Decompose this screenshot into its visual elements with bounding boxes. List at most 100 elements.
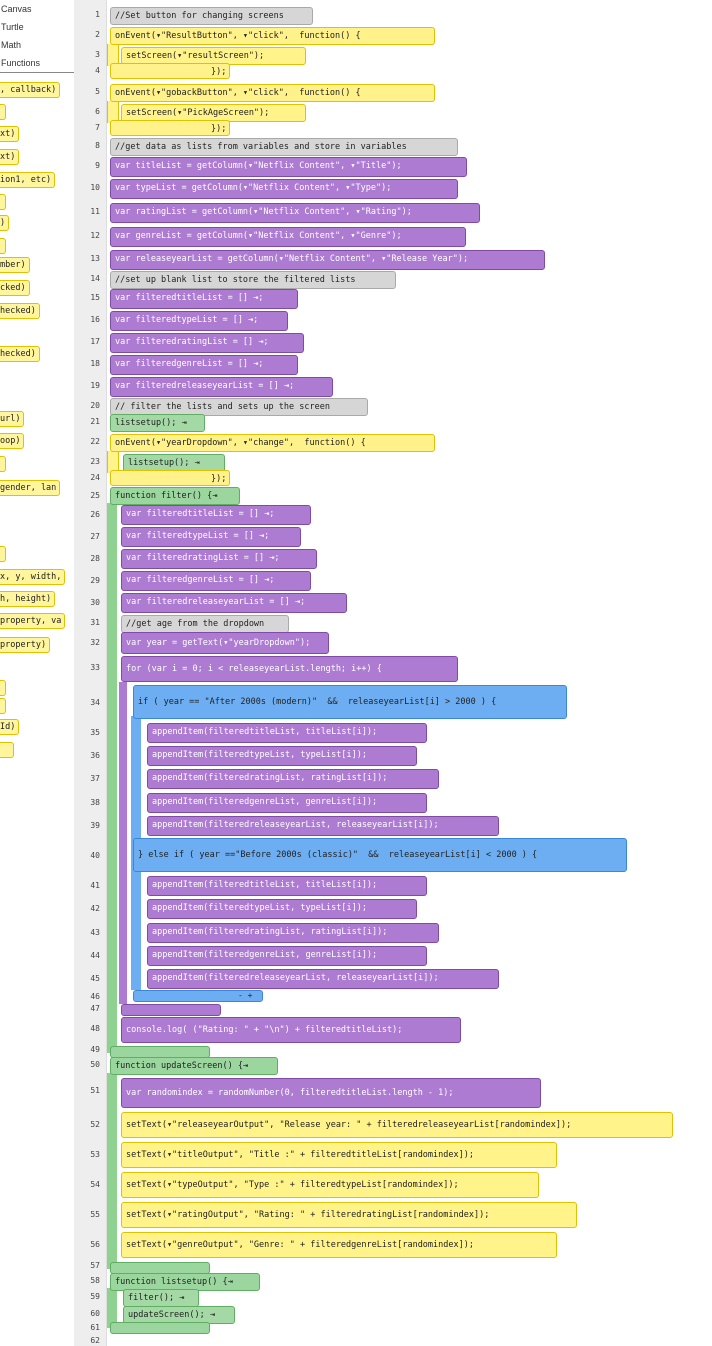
toolbox-block[interactable]: ) (0, 215, 10, 231)
comment-block[interactable]: //get age from the dropdown (121, 615, 289, 633)
event-block[interactable]: onEvent(▾"ResultButton", ▾"click", funct… (110, 27, 435, 45)
toolbox-block[interactable]: gender, lan (0, 480, 61, 496)
variable-block[interactable]: var ratingList = getColumn(▾"Netflix Con… (110, 203, 480, 223)
function-definition-filter[interactable]: function filter() {⇥ (110, 487, 240, 505)
toolbox-block[interactable]: , callback) (0, 82, 61, 98)
toolbox-block[interactable]: property) (0, 637, 51, 653)
append-item-block[interactable]: appendItem(filteredreleaseyearList, rele… (147, 816, 499, 836)
category-canvas[interactable]: Canvas (1, 4, 32, 14)
line-number: 23 (90, 457, 100, 466)
event-block[interactable]: onEvent(▾"yearDropdown", ▾"change", func… (110, 434, 435, 452)
event-block[interactable]: onEvent(▾"gobackButton", ▾"click", funct… (110, 84, 435, 102)
toolbox-block[interactable] (0, 698, 6, 714)
variable-block[interactable]: var releaseyearList = getColumn(▾"Netfli… (110, 250, 545, 270)
code-text: appendItem(filteredtypeList, typeList[i]… (152, 750, 367, 760)
variable-block[interactable]: var filteredtitleList = [] ⇥; (110, 289, 298, 309)
toolbox-block[interactable] (0, 456, 6, 472)
append-item-block[interactable]: appendItem(filteredreleaseyearList, rele… (147, 969, 499, 989)
variable-block[interactable]: var filteredreleaseyearList = [] ⇥; (121, 593, 347, 613)
line-number: 42 (90, 904, 100, 913)
variable-block[interactable]: var filteredtypeList = [] ⇥; (121, 527, 301, 547)
variable-block[interactable]: var filteredratingList = [] ⇥; (121, 549, 317, 569)
comment-block[interactable]: //set up blank list to store the filtere… (110, 271, 396, 289)
append-item-block[interactable]: appendItem(filteredgenreList, genreList[… (147, 946, 427, 966)
variable-block[interactable]: var randomindex = randomNumber(0, filter… (121, 1078, 541, 1108)
toolbox-block[interactable] (0, 238, 6, 254)
for-loop-close (121, 1004, 221, 1016)
toolbox-block[interactable]: x, y, width, (0, 569, 66, 585)
filter-call-block[interactable]: filter(); ⇥ (123, 1289, 199, 1307)
settext-block[interactable]: setText(▾"releaseyearOutput", "Release y… (121, 1112, 673, 1138)
category-turtle[interactable]: Turtle (1, 22, 24, 32)
line-number: 6 (95, 107, 100, 116)
variable-block[interactable]: var genreList = getColumn(▾"Netflix Cont… (110, 227, 466, 247)
toolbox-block[interactable] (0, 742, 14, 758)
code-text: onEvent(▾"ResultButton", ▾"click", funct… (115, 31, 361, 41)
function-definition-updatescreen[interactable]: function updateScreen() {⇥ (110, 1057, 278, 1075)
category-functions[interactable]: Functions (0, 54, 74, 73)
category-math[interactable]: Math (1, 40, 22, 50)
settext-block[interactable]: setText(▾"typeOutput", "Type :" + filter… (121, 1172, 539, 1198)
toolbox-block[interactable]: mber) (0, 257, 30, 273)
code-text: var filteredgenreList = [] ⇥; (115, 359, 264, 369)
code-text: //get data as lists from variables and s… (115, 142, 407, 152)
variable-block[interactable]: var filteredtypeList = [] ⇥; (110, 311, 288, 331)
toolbox-block[interactable] (0, 104, 6, 120)
console-log-block[interactable]: console.log( ("Rating: " + "\n") + filte… (121, 1017, 461, 1043)
append-item-block[interactable]: appendItem(filteredtypeList, typeList[i]… (147, 899, 417, 919)
comment-block[interactable]: //get data as lists from variables and s… (110, 138, 458, 156)
code-text: function filter() {⇥ (115, 491, 218, 501)
line-number: 35 (90, 728, 100, 737)
toolbox-block[interactable]: ion1, etc) (0, 172, 56, 188)
variable-block[interactable]: var year = getText(▾"yearDropdown"); (121, 632, 329, 654)
append-item-block[interactable]: appendItem(filteredtitleList, titleList[… (147, 723, 427, 743)
toolbox-block[interactable]: cked) (0, 280, 30, 296)
toolbox-block[interactable] (0, 194, 6, 210)
settext-block[interactable]: setText(▾"genreOutput", "Genre: " + filt… (121, 1232, 557, 1258)
comment-block[interactable]: //Set button for changing screens (110, 7, 313, 25)
toolbox-block[interactable]: h, height) (0, 591, 56, 607)
variable-block[interactable]: var titleList = getColumn(▾"Netflix Cont… (110, 157, 467, 177)
append-item-block[interactable]: appendItem(filteredtitleList, titleList[… (147, 876, 427, 896)
toolbox-block[interactable]: hecked) (0, 346, 40, 362)
append-item-block[interactable]: appendItem(filteredratingList, ratingLis… (147, 769, 439, 789)
variable-block[interactable]: var filteredratingList = [] ⇥; (110, 333, 304, 353)
toolbox-block[interactable]: xt) (0, 126, 20, 142)
toolbox-block[interactable]: url) (0, 411, 25, 427)
event-spine (107, 451, 119, 473)
toolbox-block[interactable]: hecked) (0, 303, 40, 319)
code-text: var filteredtypeList = [] ⇥; (126, 531, 270, 541)
line-number: 53 (90, 1150, 100, 1159)
else-if-block[interactable]: } else if ( year =="Before 2000s (classi… (133, 838, 627, 872)
code-text: var releaseyearList = getColumn(▾"Netfli… (115, 254, 469, 264)
toolbox-block[interactable] (0, 546, 6, 562)
if-block[interactable]: if ( year == "After 2000s (modern)" && r… (133, 685, 567, 719)
comment-block[interactable]: // filter the lists and sets up the scre… (110, 398, 368, 416)
code-text: appendItem(filteredtitleList, titleList[… (152, 727, 378, 737)
append-item-block[interactable]: appendItem(filteredgenreList, genreList[… (147, 793, 427, 813)
settext-block[interactable]: setText(▾"titleOutput", "Title :" + filt… (121, 1142, 557, 1168)
code-text: appendItem(filteredreleaseyearList, rele… (152, 820, 439, 830)
variable-block[interactable]: var typeList = getColumn(▾"Netflix Conte… (110, 179, 458, 199)
code-text: //get age from the dropdown (126, 619, 265, 629)
toolbox-block[interactable] (0, 680, 6, 696)
toolbox-block[interactable]: property, va (0, 613, 66, 629)
line-number: 61 (90, 1323, 100, 1332)
variable-block[interactable]: var filteredgenreList = [] ⇥; (110, 355, 298, 375)
toolbox-block[interactable]: xt) (0, 149, 20, 165)
line-number: 43 (90, 928, 100, 937)
toolbox-block[interactable]: oop) (0, 433, 25, 449)
append-item-block[interactable]: appendItem(filteredtypeList, typeList[i]… (147, 746, 417, 766)
toolbox-block[interactable]: Id) (0, 719, 20, 735)
code-workspace[interactable]: //Set button for changing screens onEven… (107, 0, 712, 1346)
variable-block[interactable]: var filteredgenreList = [] ⇥; (121, 571, 311, 591)
code-text: for (var i = 0; i < releaseyearList.leng… (126, 664, 382, 674)
if-close-block[interactable]: - + (133, 990, 263, 1002)
add-remove-else-control[interactable]: - + (238, 991, 253, 1000)
variable-block[interactable]: var filteredreleaseyearList = [] ⇥; (110, 377, 333, 397)
variable-block[interactable]: var filteredtitleList = [] ⇥; (121, 505, 311, 525)
append-item-block[interactable]: appendItem(filteredratingList, ratingLis… (147, 923, 439, 943)
for-loop-block[interactable]: for (var i = 0; i < releaseyearList.leng… (121, 656, 458, 682)
listsetup-call-block[interactable]: listsetup(); ⇥ (110, 414, 205, 432)
settext-block[interactable]: setText(▾"ratingOutput", "Rating: " + fi… (121, 1202, 577, 1228)
